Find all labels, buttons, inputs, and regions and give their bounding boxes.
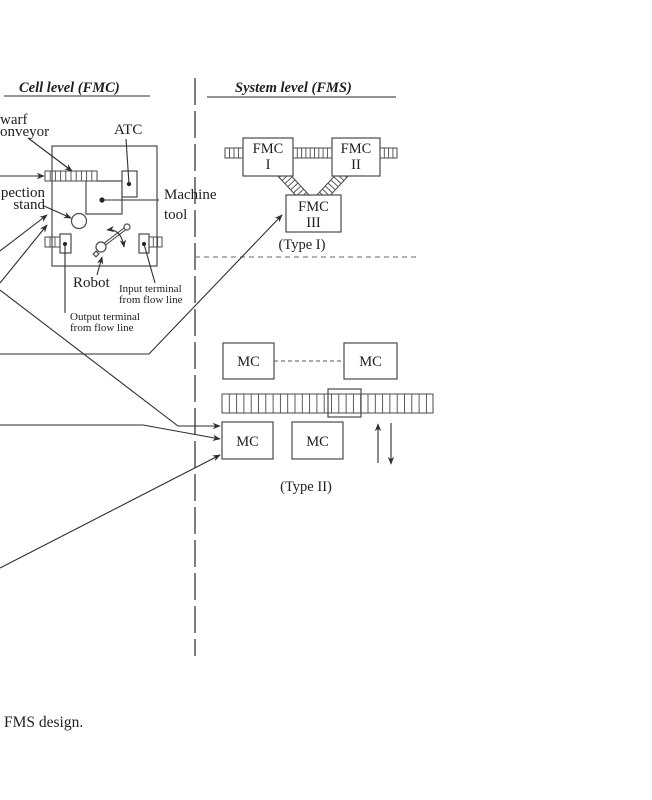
atc-label: ATC — [114, 122, 142, 138]
machine-tool-label-line1: Machine — [164, 187, 217, 203]
inspection-stand-pointer — [43, 205, 72, 219]
system-level-heading: System level (FMS) — [235, 80, 352, 96]
flow-arrow-to-cell-1 — [0, 214, 48, 252]
ladder-rung — [330, 179, 339, 188]
output-terminal-label-line2: from flow line — [70, 322, 134, 334]
mc-box-top-right — [343, 342, 398, 380]
ladder-rung — [327, 182, 336, 191]
robot-gripper-joint — [123, 223, 131, 231]
mc-box-bottom-middle — [291, 421, 344, 460]
mc-label-bottom-middle: MC — [306, 434, 329, 450]
atc-pointer — [125, 138, 130, 185]
cell-boundary — [51, 145, 158, 267]
ladder-rung — [284, 176, 293, 184]
machine-tool-label-line2: tool — [164, 207, 187, 223]
flow-arrow-to-mc-c — [0, 454, 221, 569]
type-1-label: (Type I) — [279, 237, 326, 253]
robot-label: Robot — [73, 275, 111, 291]
mc-box-top-left — [222, 342, 275, 380]
flow-arrow-to-fmc-iii — [0, 214, 283, 355]
figure-caption: FMS design. — [4, 714, 83, 731]
robot-icon — [92, 223, 131, 258]
fmc-cell — [51, 145, 159, 267]
input-terminal-stub-rails — [148, 236, 163, 248]
fmc-iii-number: III — [306, 215, 321, 231]
input-terminal-label-line2: from flow line — [119, 294, 183, 306]
fmc-iii-box — [285, 194, 342, 233]
fmc-i-name: FMC — [253, 141, 284, 157]
mc-box-bottom-left — [221, 421, 274, 460]
inspection-stand-label-line1: pection — [1, 185, 46, 201]
mc-label-top-right: MC — [359, 354, 382, 370]
input-terminal-label-line1: Input terminal — [119, 283, 182, 295]
swarf-conveyor-label-line1: warf — [0, 112, 27, 128]
fmc-i-box — [242, 137, 294, 177]
inspection-stand-label-line2: stand — [13, 197, 45, 213]
robot-rotation-arrow — [106, 225, 127, 248]
mc-label-bottom-left: MC — [236, 434, 259, 450]
fmc-i-number: I — [266, 157, 271, 173]
fmc-iii-name: FMC — [298, 199, 329, 215]
type-2-label: (Type II) — [280, 479, 332, 495]
output-terminal-label-line1: Output terminal — [70, 311, 140, 323]
ladder-rung — [290, 182, 299, 191]
ladder-rung — [287, 179, 296, 188]
robot-base-square — [92, 250, 100, 258]
swarf-conveyor-pointer — [27, 137, 73, 172]
ladder-rung — [293, 185, 302, 194]
ladder-rung — [333, 176, 342, 184]
fmc-ii-name: FMC — [341, 141, 372, 157]
fmc-i-ii-conveyor-rails — [292, 147, 333, 159]
flow-arrow-to-mc-a — [0, 289, 221, 430]
type-2-system: MC MC MC MC (Type II) — [221, 342, 398, 495]
machine-tool-shape — [85, 180, 123, 215]
cell-level-heading: Cell level (FMC) — [19, 80, 120, 96]
type-1-system: FMC I FMC II FMC III (Type I) — [242, 137, 381, 253]
flow-arrow-to-cell-2 — [0, 224, 48, 284]
input-terminal-pointer — [143, 243, 156, 284]
swarf-conveyor-label-line2: onveyor — [0, 124, 49, 140]
inspection-stand-circle — [70, 212, 88, 230]
fmc-ii-box — [331, 137, 381, 177]
conveyor-carriage — [327, 388, 362, 418]
robot-base-joint — [95, 241, 107, 253]
ladder-rung — [324, 185, 333, 194]
robot-pointer — [96, 256, 104, 276]
mc-label-top-left: MC — [237, 354, 260, 370]
fmc-ii-number: II — [351, 157, 361, 173]
flow-arrow-to-mc-b — [0, 424, 221, 441]
